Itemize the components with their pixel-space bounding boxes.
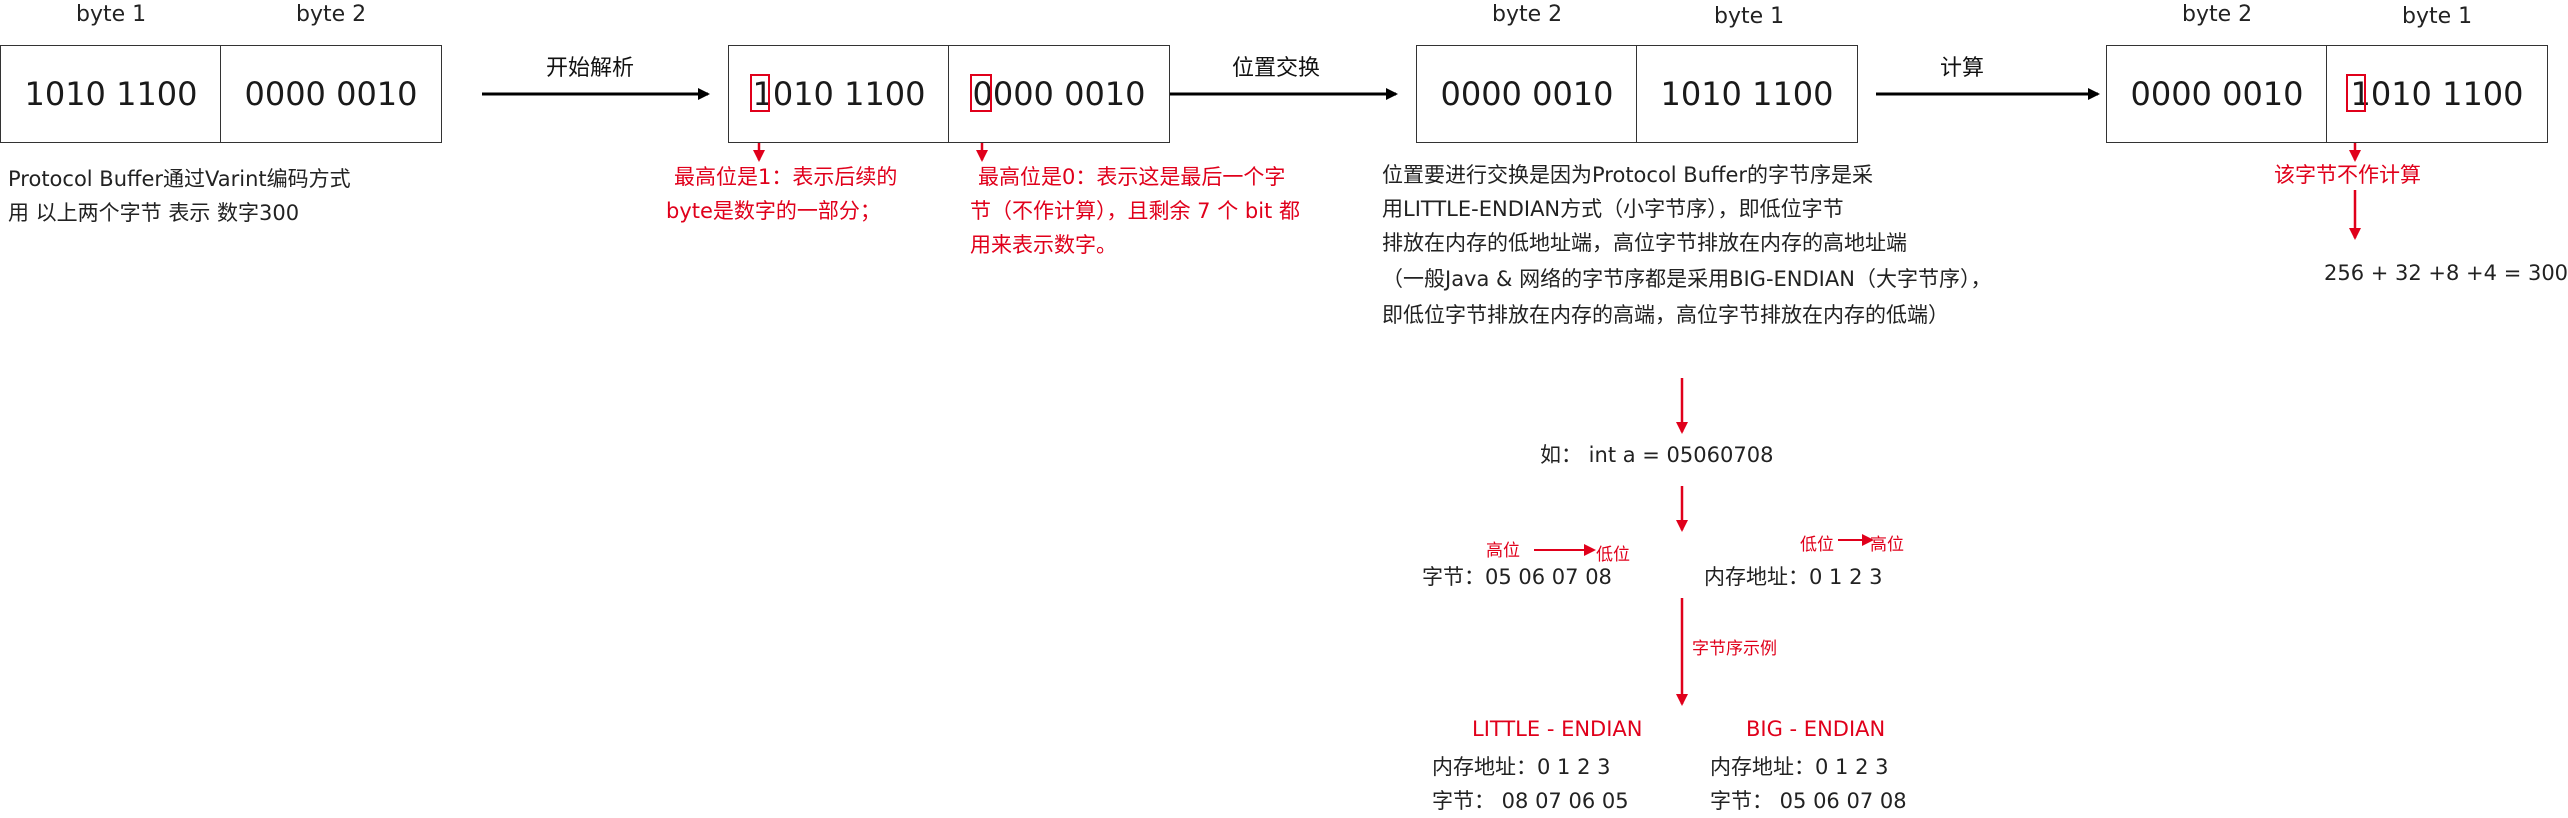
example-low-label: 低位 <box>1596 545 1630 565</box>
example-mem-label: 内存地址：0 1 2 3 <box>1704 565 1883 589</box>
stage2-note2-line2: 节（不作计算），且剩余 7 个 bit 都 <box>970 199 1300 223</box>
stage1-header-byte2: byte 2 <box>296 2 367 27</box>
little-endian-byte-row: 字节： 08 07 06 05 <box>1432 789 1629 813</box>
big-endian-mem-row: 内存地址：0 1 2 3 <box>1710 755 1889 779</box>
stage2-msb-mark1 <box>750 74 770 112</box>
stage3-header-byte1: byte 1 <box>1714 4 1785 29</box>
stage1-header-byte1: byte 1 <box>76 2 147 27</box>
stage3-explain-line3: 排放在内存的低地址端，高位字节排放在内存的高地址端 <box>1382 231 1907 255</box>
example-declaration: 如： int a = 05060708 <box>1540 443 1774 467</box>
stage2-note2-line1: 最高位是0：表示这是最后一个字 <box>978 165 1286 189</box>
big-endian-byte-row: 字节： 05 06 07 08 <box>1710 789 1907 813</box>
stage2-byte1-box: 1010 1100 <box>728 45 950 143</box>
example-high-label2: 高位 <box>1870 535 1904 555</box>
stage2-byte2-box: 0000 0010 <box>948 45 1170 143</box>
stage2-msb-mark2 <box>970 74 992 112</box>
stage4-note: 该字节不作计算 <box>2274 163 2421 187</box>
stage3-byte1-box: 1010 1100 <box>1636 45 1858 143</box>
stage4-byte2-box: 0000 0010 <box>2106 45 2328 143</box>
stage1-byte2-box: 0000 0010 <box>220 45 442 143</box>
stage4-byte1-box: 1010 1100 <box>2326 45 2548 143</box>
stage3-header-byte2: byte 2 <box>1492 2 1563 27</box>
stage2-note1-line2: byte是数字的一部分； <box>666 199 881 223</box>
stage1-desc-line1: Protocol Buffer通过Varint编码方式 <box>8 167 351 191</box>
stage3-explain-line2: 用LITTLE-ENDIAN方式（小字节序），即低位字节 <box>1382 197 1844 221</box>
stage2-note2-line3: 用来表示数字。 <box>970 233 1117 257</box>
step-swap-label: 位置交换 <box>1232 56 1321 81</box>
stage4-msb-mark <box>2346 74 2366 112</box>
stage4-header-byte2: byte 2 <box>2182 2 2253 27</box>
example-high-label: 高位 <box>1486 541 1520 561</box>
stage3-explain-line4: （一般Java & 网络的字节序都是采用BIG-ENDIAN（大字节序）， <box>1382 267 1992 291</box>
big-endian-title: BIG - ENDIAN <box>1746 717 1886 741</box>
stage3-explain-line1: 位置要进行交换是因为Protocol Buffer的字节序是采 <box>1382 163 1874 187</box>
example-bytes-label: 字节：05 06 07 08 <box>1422 565 1612 589</box>
stage3-explain-line5: 即低位字节排放在内存的高端，高位字节排放在内存的低端） <box>1382 303 1949 327</box>
stage1-desc-line2: 用 以上两个字节 表示 数字300 <box>8 201 300 225</box>
stage3-byte2-box: 0000 0010 <box>1416 45 1638 143</box>
example-order-label: 字节序示例 <box>1692 639 1777 659</box>
step-calc-label: 计算 <box>1940 56 1985 81</box>
little-endian-title: LITTLE - ENDIAN <box>1472 717 1643 741</box>
little-endian-mem-row: 内存地址：0 1 2 3 <box>1432 755 1611 779</box>
step-parse-label: 开始解析 <box>546 56 635 81</box>
stage4-header-byte1: byte 1 <box>2402 4 2473 29</box>
stage1-byte1-box: 1010 1100 <box>0 45 222 143</box>
stage2-note1-line1: 最高位是1：表示后续的 <box>674 165 898 189</box>
stage4-result: 256 + 32 +8 +4 = 300 <box>2324 261 2568 285</box>
example-low-label2: 低位 <box>1800 535 1834 555</box>
